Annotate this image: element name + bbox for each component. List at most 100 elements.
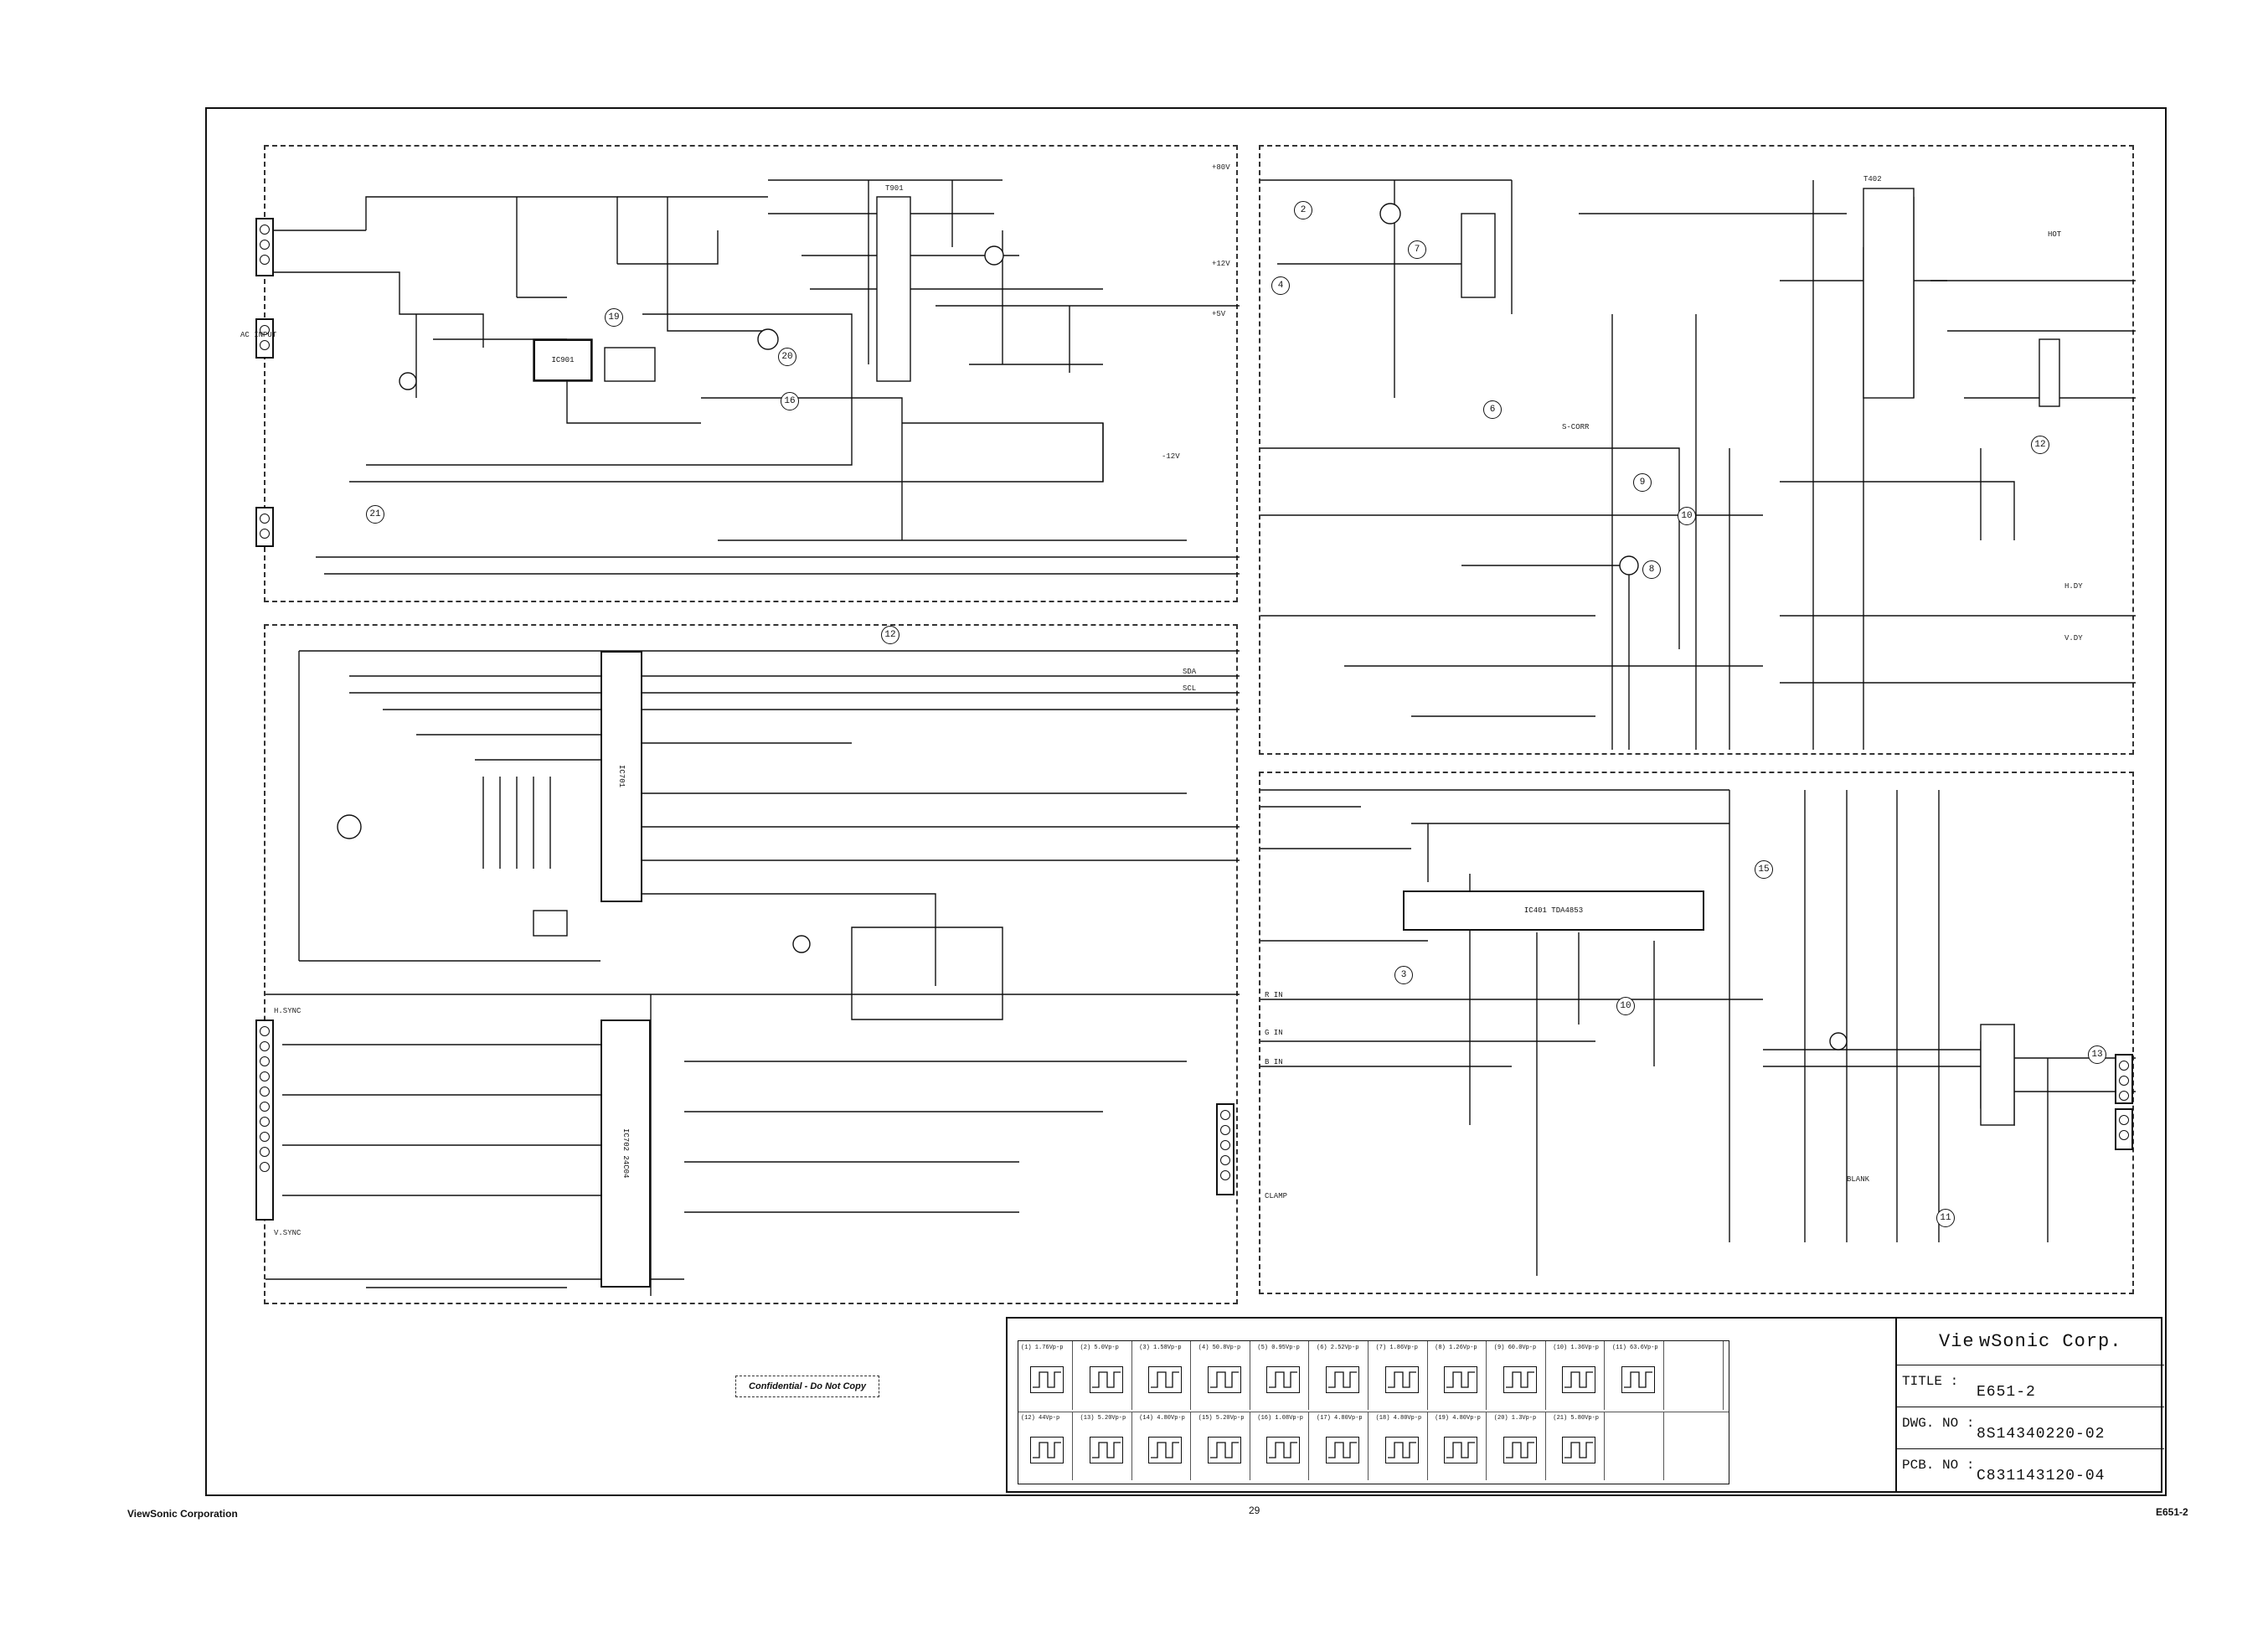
waveform-caption: (10) 1.36Vp-p [1553,1345,1599,1351]
hsync-label: H.SYNC [274,1007,302,1015]
pcb-value: C831143120-04 [1977,1468,2106,1484]
waveform-cell: (15) 5.20Vp-p [1196,1412,1250,1480]
switch-connector [255,507,274,547]
waveform-cell: (11) 63.6Vp-p [1610,1341,1664,1410]
waveform-trace [1266,1366,1301,1393]
waveform-cell: (21) 5.80Vp-p [1550,1412,1606,1480]
test-point-ref: 2 [1294,201,1312,219]
test-point-ref: 19 [605,308,623,327]
test-point-ref: 3 [1394,966,1413,984]
test-point-ref: 7 [1408,240,1426,259]
waveform-cell: (3) 1.58Vp-p [1137,1341,1192,1410]
pcb-key: PCB. NO : [1902,1458,1975,1473]
waveform-trace [1148,1366,1183,1393]
waveform-caption: (7) 1.86Vp-p [1375,1345,1419,1351]
test-point-ref: 16 [781,392,799,410]
test-point-ref: 12 [881,626,899,644]
waveform-trace [1503,1366,1537,1393]
waveform-cell: (9) 60.0Vp-p [1492,1341,1546,1410]
video-section: IC401 TDA4853 R IN G IN B IN CLAMP BLANK… [1259,772,2136,1294]
title-block: (1) 1.76Vp-p(2) 5.0Vp-p(3) 1.58Vp-p(4) 5… [1006,1317,2164,1493]
waveform-caption: (11) 63.6Vp-p [1612,1345,1658,1351]
waveform-cell: (16) 1.08Vp-p [1255,1412,1310,1480]
waveform-caption: (16) 1.08Vp-p [1257,1415,1303,1422]
waveform-cell: (17) 4.80Vp-p [1314,1412,1369,1480]
test-point-ref: 9 [1633,473,1652,492]
waveform-cell: (18) 4.80Vp-p [1374,1412,1428,1480]
rin-label: R IN [1265,991,1283,999]
power-supply-section: AC INPUT +80V +12V +5V -12V IC901 T901 2… [240,145,1240,602]
rail-label: +12V [1212,260,1230,268]
deflection-wiring [1260,179,2136,750]
waveform-cell [1669,1341,1724,1410]
waveform-trace [1562,1366,1596,1393]
test-point-ref: 4 [1271,276,1290,295]
test-point-ref: 13 [2088,1045,2106,1064]
waveform-trace [1562,1437,1596,1463]
test-point-ref: 15 [1755,860,1773,879]
waveform-cell: (8) 1.26Vp-p [1432,1341,1487,1410]
title-value: E651-2 [1977,1384,2036,1401]
test-point-ref: 21 [366,505,384,524]
vsync-label: V.SYNC [274,1229,302,1237]
waveform-row: (1) 1.76Vp-p(2) 5.0Vp-p(3) 1.58Vp-p(4) 5… [1018,1341,1729,1412]
degauss-connector [255,318,274,359]
waveform-caption: (20) 1.3Vp-p [1493,1415,1537,1422]
pwm-ic: IC901 [533,339,592,381]
waveform-cell: (2) 5.0Vp-p [1078,1341,1132,1410]
waveform-cell: (10) 1.36Vp-p [1550,1341,1606,1410]
hot-label: HOT [2048,230,2062,239]
waveform-trace [1148,1437,1183,1463]
osd-ic: IC702 24C04 [601,1019,651,1288]
dwg-key: DWG. NO : [1902,1416,1975,1431]
rgb-connector [1216,1103,1235,1195]
waveform-trace [1326,1437,1359,1463]
hdy-label: H.DY [2064,582,2083,591]
footer-model: E651-2 [2156,1506,2188,1518]
waveform-caption: (2) 5.0Vp-p [1080,1345,1119,1351]
schematic-frame [205,107,2167,1496]
waveform-caption: (12) 44Vp-p [1021,1415,1060,1422]
test-point-ref: 10 [1678,507,1696,525]
waveform-row: (12) 44Vp-p(13) 5.20Vp-p(14) 4.80Vp-p(15… [1018,1412,1729,1482]
waveform-table: (1) 1.76Vp-p(2) 5.0Vp-p(3) 1.58Vp-p(4) 5… [1018,1340,1729,1484]
waveform-trace [1503,1437,1537,1463]
waveform-caption: (6) 2.52Vp-p [1317,1345,1359,1351]
waveform-trace [1030,1437,1064,1463]
waveform-cell: (19) 4.80Vp-p [1432,1412,1487,1480]
cn-out-connector [2115,1054,2133,1104]
power-wiring [265,179,1240,575]
dwg-value: 8S14340220-02 [1977,1426,2106,1443]
clamp-label: CLAMP [1265,1192,1288,1200]
test-point-ref: 11 [1936,1209,1955,1227]
waveform-caption: (13) 5.20Vp-p [1080,1415,1126,1422]
pcb-row: PCB. NO : C831143120-04 [1897,1449,2164,1491]
scorr-label: S-CORR [1562,423,1590,431]
video-amp-ic: IC401 TDA4853 [1403,890,1704,931]
waveform-caption: (4) 50.8Vp-p [1198,1345,1241,1351]
company-row: Vie wSonic Corp. [1897,1319,2164,1365]
ac-input-label: AC INPUT [240,331,277,339]
cn-out-connector [2115,1108,2133,1150]
waveform-cell: (6) 2.52Vp-p [1314,1341,1369,1410]
mcu-wiring [265,650,1240,1296]
page-number: 29 [1249,1505,1260,1516]
transformer-label: T901 [885,184,904,193]
blank-label: BLANK [1847,1175,1870,1184]
waveform-caption: (17) 4.80Vp-p [1317,1415,1363,1422]
ac-inlet-connector [255,218,274,276]
test-point-ref: 12 [2031,436,2049,454]
waveform-trace [1089,1366,1123,1393]
fbt-label: T402 [1863,175,1882,183]
test-point-ref: 6 [1483,400,1502,419]
waveform-trace [1444,1366,1478,1393]
waveform-caption: (15) 5.20Vp-p [1198,1415,1245,1422]
waveform-trace [1266,1437,1301,1463]
waveform-trace [1030,1366,1064,1393]
waveform-trace [1444,1437,1478,1463]
waveform-cell: (4) 50.8Vp-p [1196,1341,1250,1410]
title-block-fields: Vie wSonic Corp. TITLE : E651-2 DWG. NO … [1895,1319,2164,1491]
waveform-cell: (13) 5.20Vp-p [1078,1412,1132,1480]
waveform-trace [1089,1437,1123,1463]
waveform-caption: (9) 60.0Vp-p [1493,1345,1537,1351]
